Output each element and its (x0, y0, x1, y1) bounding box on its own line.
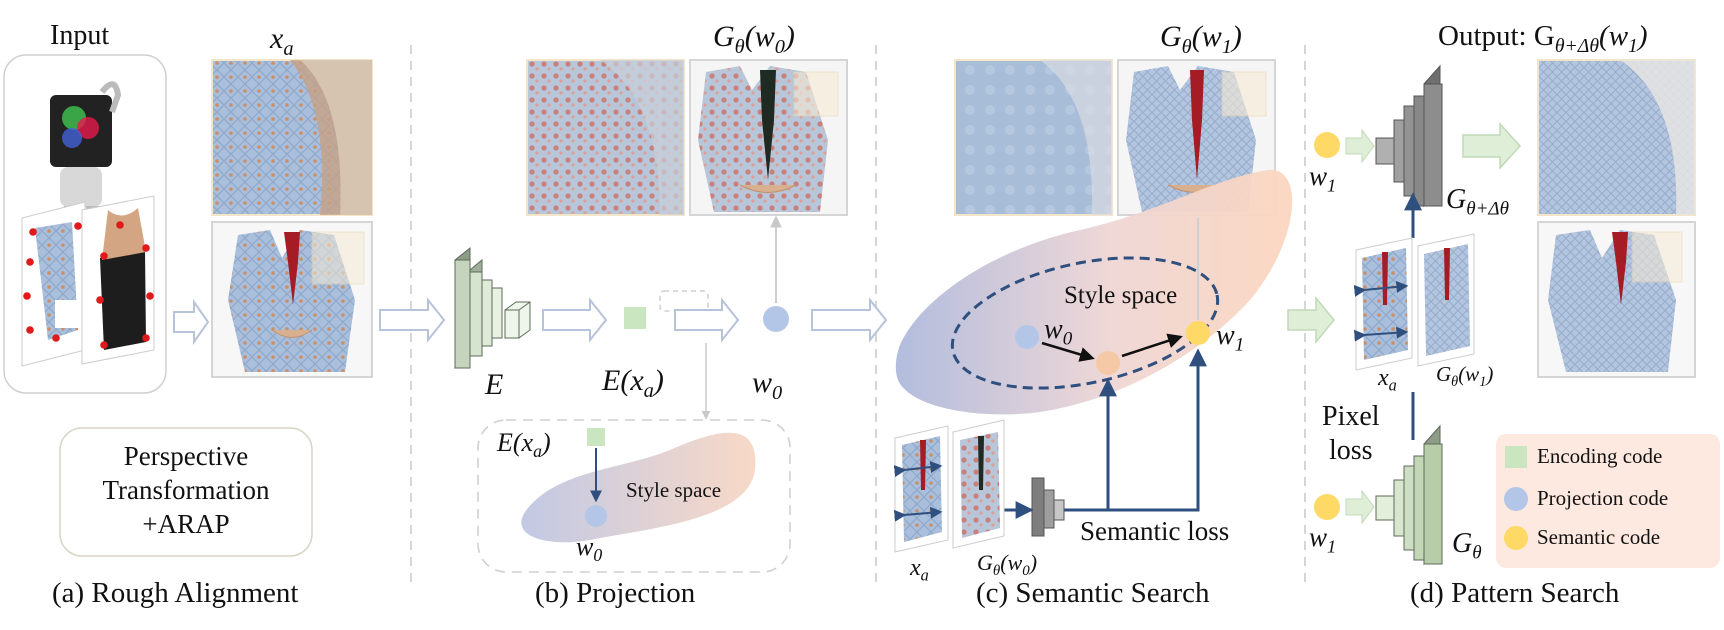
panel-d (1314, 59, 1720, 568)
c-xa-thumb (893, 425, 949, 553)
c-gw0-label: Gθ(w0) (977, 550, 1038, 580)
w1-bottom-arrow (1345, 489, 1375, 525)
inset-w0-label: w0 (576, 532, 603, 566)
d-w1-top-label: w1 (1309, 161, 1337, 196)
aligned-result-image (211, 221, 373, 378)
xa-crop-image (211, 59, 373, 216)
output-crop-image (1537, 59, 1696, 216)
w1-top-arrow (1345, 128, 1375, 164)
g-delta-label: Gθ+Δθ (1446, 184, 1509, 220)
inset-encoding-label: E(xa) (497, 428, 551, 462)
projection-code-w0 (763, 306, 789, 332)
legend-encoding-label: Encoding code (1537, 444, 1663, 468)
caption-a: (a) Rough Alignment (52, 577, 299, 609)
encoder-label: E (485, 368, 504, 401)
search-step-1 (1041, 341, 1095, 362)
style-space-label: Style space (1064, 282, 1178, 309)
g-w0-crop-image (526, 59, 685, 216)
feature-extractor-block (1031, 477, 1065, 537)
w1-bottom-code (1314, 494, 1340, 520)
inset-style-space-label: Style space (626, 478, 722, 502)
w0-code (1015, 325, 1039, 349)
input-box (3, 54, 167, 394)
g-theta-generator (1375, 424, 1443, 566)
flow-arrow-ab (379, 297, 446, 343)
d-xa-label: xa (1378, 365, 1397, 395)
inset-style-space (521, 432, 756, 543)
c-w1-label: w1 (1216, 320, 1245, 356)
g-w1-title: Gθ(w1) (1160, 20, 1242, 59)
g-w0-title: Gθ(w0) (713, 20, 795, 59)
pixel-loss-label: Pixel loss (1322, 401, 1380, 466)
search-step-2 (1121, 333, 1183, 358)
g-theta-label: Gθ (1452, 528, 1482, 564)
w0-label: w0 (752, 366, 783, 405)
method-text: Perspective Transformation +ARAP (102, 441, 270, 539)
d-gw1-thumb (1417, 233, 1475, 367)
encode-arrow (542, 297, 608, 343)
caption-b: (b) Projection (535, 577, 696, 609)
g-delta-generator (1375, 64, 1443, 208)
encoder-block (454, 246, 531, 370)
project-arrow (674, 297, 740, 343)
panel-dividers (410, 45, 1306, 585)
legend-projection-swatch (1504, 487, 1528, 511)
aligned-inputs-image (21, 195, 155, 367)
semantic-loss-arrow-2 (1108, 348, 1207, 512)
method-box (59, 427, 313, 557)
caption-d: (d) Pattern Search (1410, 577, 1620, 609)
panel-b (379, 59, 888, 573)
g-w1-crop-image (954, 59, 1113, 216)
c-xa-label: xa (910, 555, 929, 585)
input-label: Input (50, 20, 110, 51)
legend-projection-label: Projection code (1537, 486, 1669, 510)
legend-box (1496, 434, 1720, 568)
output-arrow (1462, 122, 1522, 170)
align-arrow (173, 298, 210, 346)
flow-arrow-cd (1287, 295, 1335, 345)
output-image (1537, 221, 1696, 378)
style-space-ellipse (950, 256, 1220, 390)
inset-w0-code (585, 505, 607, 527)
output-title: Output: Gθ+Δθ(w1) (1438, 20, 1648, 57)
legend-semantic-swatch (1504, 526, 1528, 550)
w1-top-code (1314, 132, 1340, 158)
intermediate-code (1096, 351, 1120, 375)
inset-encoding-code (587, 428, 605, 446)
d-gw1-label: Gθ(w1) (1436, 362, 1494, 390)
projection-dashed-box (659, 290, 709, 312)
flow-arrow-bc (811, 297, 888, 343)
caption-c: (c) Semantic Search (976, 577, 1210, 609)
projection-inset (477, 419, 791, 573)
d-xa-thumb (1353, 237, 1413, 371)
xa-label: xa (270, 22, 294, 61)
c-gw0-thumb (952, 419, 1005, 549)
panel-c (893, 59, 1335, 553)
encoding-code-label: E(xa) (602, 364, 664, 403)
w1-code (1186, 321, 1210, 345)
panel-a (3, 54, 373, 557)
semantic-loss-label: Semantic loss (1080, 516, 1230, 546)
mannequin-image (50, 81, 122, 220)
legend-semantic-label: Semantic code (1537, 525, 1661, 549)
c-w0-label: w0 (1044, 314, 1073, 350)
style-space-region (895, 169, 1293, 415)
g-w0-image (689, 59, 848, 216)
d-w1-bottom-label: w1 (1309, 522, 1337, 557)
legend-encoding-swatch (1505, 446, 1527, 468)
encoding-code-square (624, 307, 646, 329)
